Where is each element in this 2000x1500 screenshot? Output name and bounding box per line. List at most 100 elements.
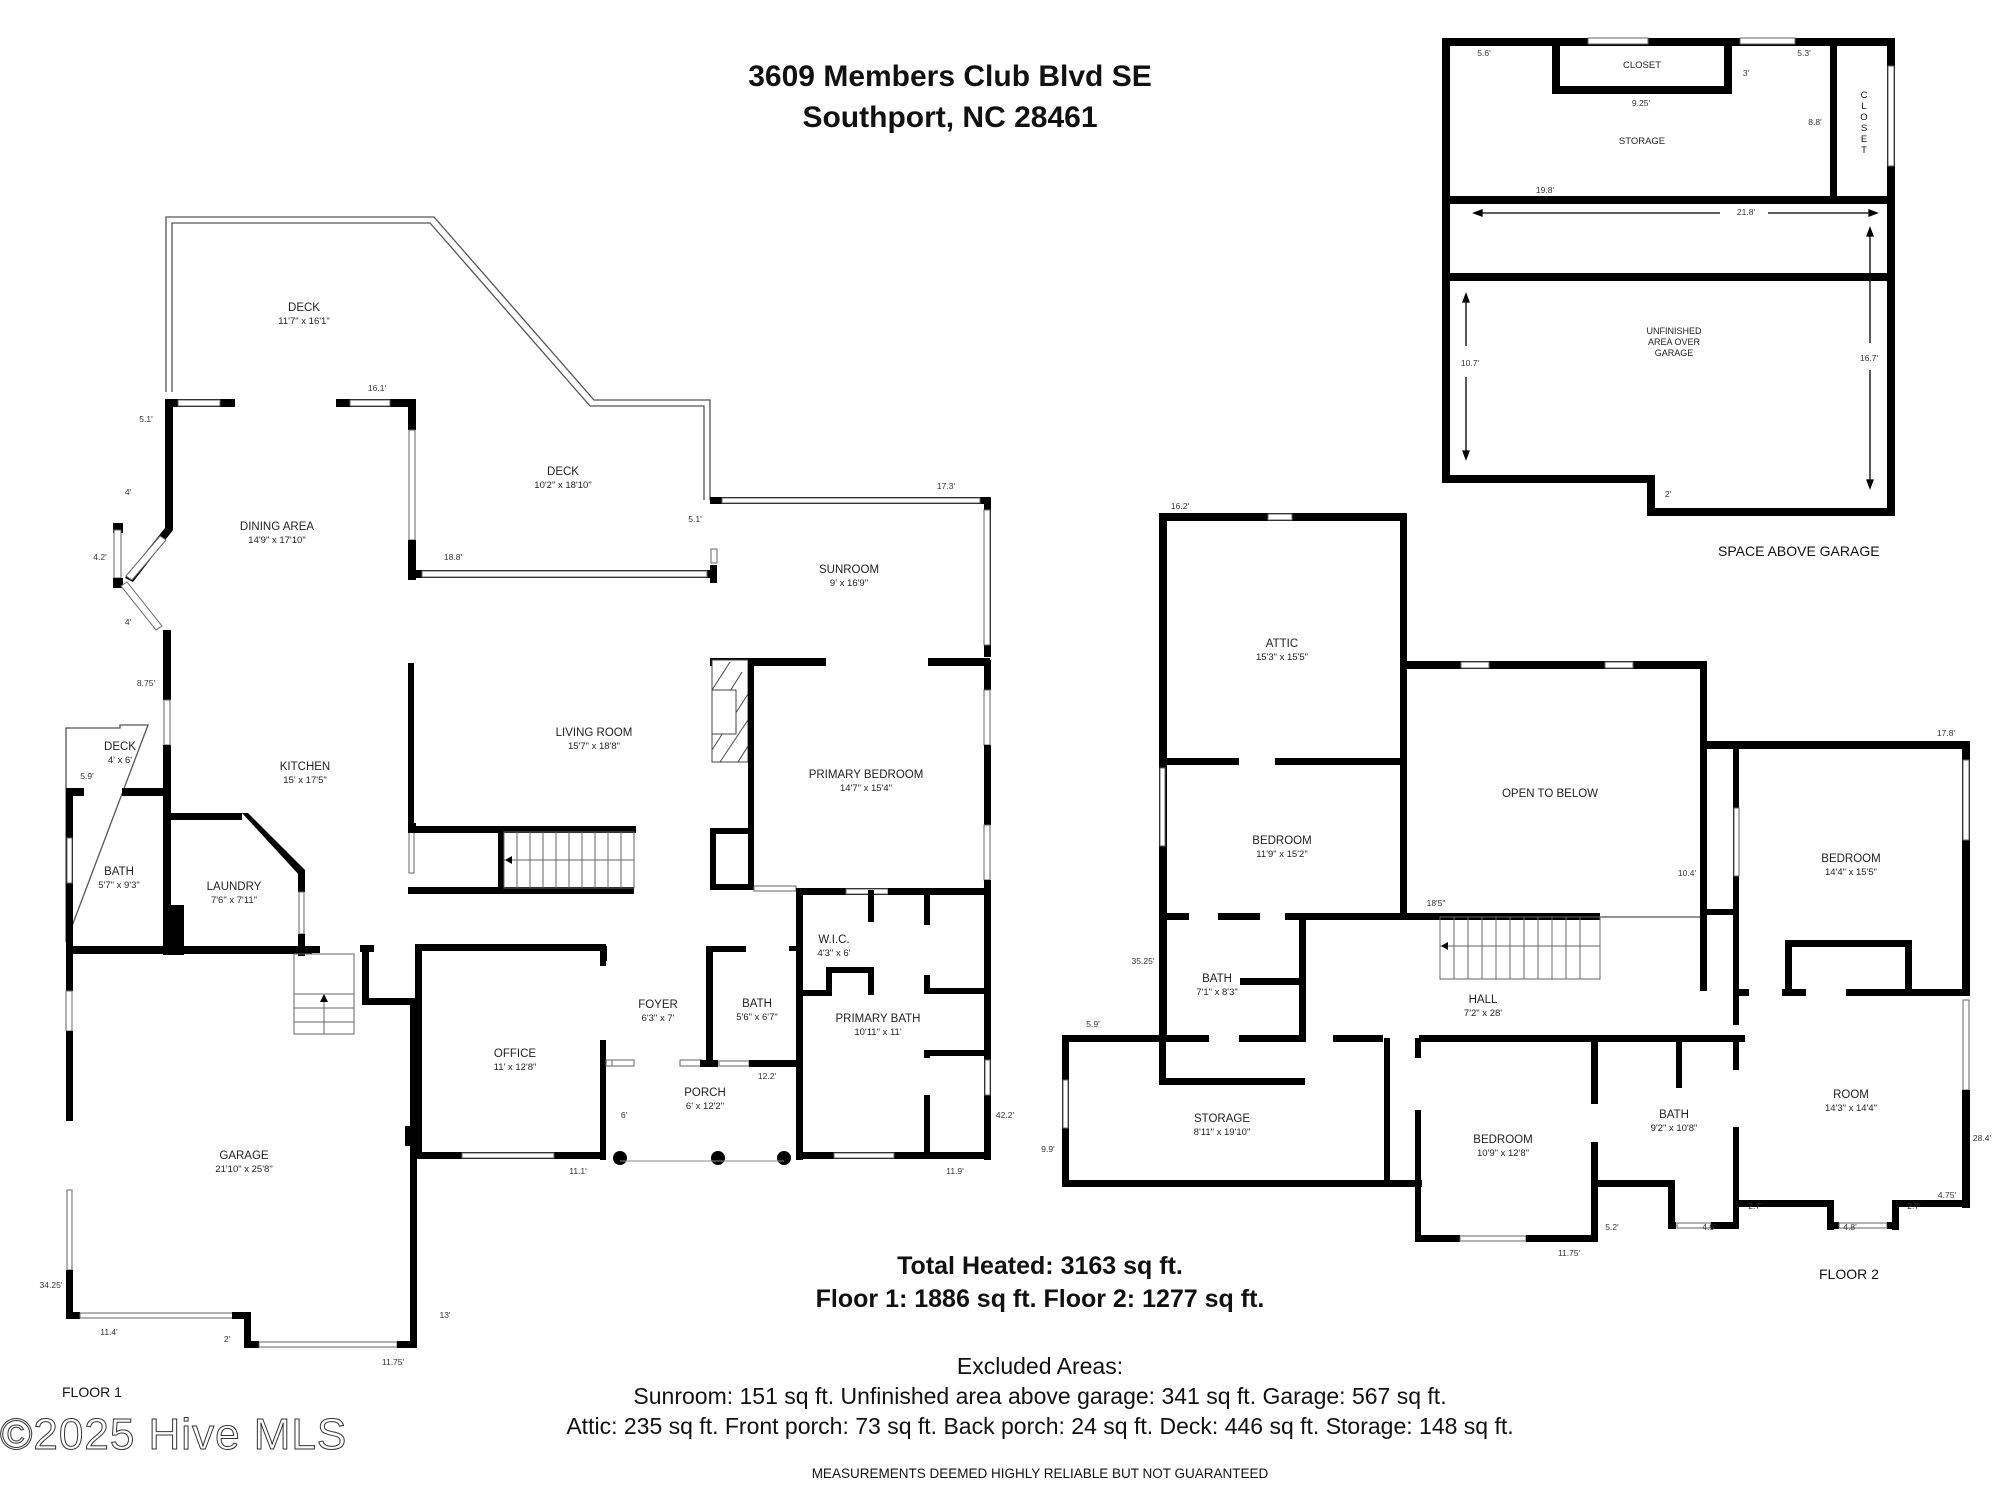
dimension-label: 35.25' [1131, 956, 1155, 966]
dimension-label: 16.2' [1170, 501, 1190, 511]
room-closet-vertical: CLOSET [1860, 90, 1868, 156]
dimension-label: 10.7' [1460, 358, 1480, 368]
dimension-label: 11.75' [381, 1357, 405, 1367]
dimension-label: 11.4' [100, 1327, 118, 1337]
dimension-label: 34.25' [39, 1280, 63, 1290]
room-storage-attic: STORAGE [1618, 136, 1666, 147]
dimension-label: 6' [620, 1110, 628, 1120]
deck-outline-inner [171, 222, 705, 500]
dimension-label: 16.7' [1859, 353, 1879, 363]
dimension-label: 2' [1664, 489, 1672, 499]
dimension-label: 10.4' [1677, 868, 1697, 878]
stair-arrow-icon [1441, 942, 1448, 950]
total-heated: Total Heated: 3163 sq ft. [897, 1252, 1183, 1280]
dimension-label: 4' [124, 487, 132, 497]
excluded-line-1: Sunroom: 151 sq ft. Unfinished area abov… [633, 1383, 1447, 1409]
dimension-label: 21.8' [1736, 207, 1756, 217]
stair-arrow-icon [320, 994, 328, 1002]
dimension-label: 28.4' [1972, 1133, 1992, 1143]
disclaimer: MEASUREMENTS DEEMED HIGHLY RELIABLE BUT … [811, 1466, 1269, 1481]
excluded-title: Excluded Areas: [956, 1353, 1124, 1379]
porch-post [777, 1151, 791, 1165]
space-above-garage-label: SPACE ABOVE GARAGE [1718, 543, 1880, 559]
dimension-label: 18'5" [1426, 898, 1446, 908]
dimension-label: 4.9' [1702, 1222, 1716, 1232]
dimension-label: 4.2' [93, 552, 107, 562]
dimension-label: 42.2' [995, 1110, 1015, 1120]
dimension-label: 16.1' [367, 383, 387, 393]
deck-outline [165, 216, 711, 500]
floor-breakdown: Floor 1: 1886 sq ft. Floor 2: 1277 sq ft… [815, 1285, 1265, 1313]
watermark: ©2025 Hive MLS [0, 1410, 348, 1460]
dimension-label: 9.25' [1631, 98, 1651, 108]
dimension-label: 11.9' [946, 1166, 964, 1176]
dimension-label: 11.1' [569, 1166, 587, 1176]
stair-arrow-icon [505, 856, 512, 864]
dimension-label: 9.9' [1041, 1144, 1055, 1154]
floor1-label: FLOOR 1 [62, 1384, 122, 1400]
dimension-label: 17.3' [936, 481, 956, 491]
address-line-2: Southport, NC 28461 [802, 101, 1098, 134]
address-line-1: 3609 Members Club Blvd SE [748, 60, 1152, 93]
floor2-label: FLOOR 2 [1819, 1266, 1879, 1282]
porch-post [613, 1151, 627, 1165]
dimension-label: 4.75' [1937, 1190, 1957, 1200]
dimension-label: 2.7' [1907, 1201, 1921, 1211]
dimension-label: 4.8' [1843, 1222, 1857, 1232]
dimension-label: 2' [223, 1334, 231, 1344]
floor1-plan [65, 216, 991, 1348]
dimension-label: 18.8' [443, 552, 463, 562]
space-above-garage-plan [1442, 37, 1895, 516]
dimension-label: 8.75' [136, 678, 156, 688]
dimension-label: 19.8' [1535, 185, 1555, 195]
room-unfinished-area: UNFINISHED AREA OVER GARAGE [1646, 326, 1702, 358]
dimension-label: 2.7' [1748, 1201, 1762, 1211]
dimension-label: 5.9' [1086, 1019, 1100, 1029]
dimension-label: 5.2' [1605, 1222, 1619, 1232]
dimension-label: 5.6' [1477, 48, 1491, 58]
dimension-label: 5.9' [80, 771, 94, 781]
dimension-label: 5.3' [1797, 48, 1811, 58]
dimension-label: 3' [1742, 68, 1750, 78]
dimension-label: 5.1' [139, 414, 153, 424]
room-closet-top: CLOSET [1622, 60, 1662, 71]
dimension-label: 4' [124, 617, 132, 627]
porch-post [711, 1151, 725, 1165]
floor2-plan [1062, 513, 1970, 1242]
room-open-to-below: OPEN TO BELOW [1501, 788, 1599, 800]
wall [165, 400, 173, 530]
dimension-label: 8.8' [1808, 117, 1822, 127]
dimension-label: 11.75' [1557, 1248, 1581, 1258]
excluded-line-2: Attic: 235 sq ft. Front porch: 73 sq ft.… [566, 1413, 1514, 1439]
dimension-label: 12.2' [757, 1071, 777, 1081]
dimension-label: 5.1' [688, 514, 702, 524]
dimension-label: 17.8' [1936, 728, 1956, 738]
room-wic: W.I.C.4'3" x 6' [817, 934, 851, 959]
